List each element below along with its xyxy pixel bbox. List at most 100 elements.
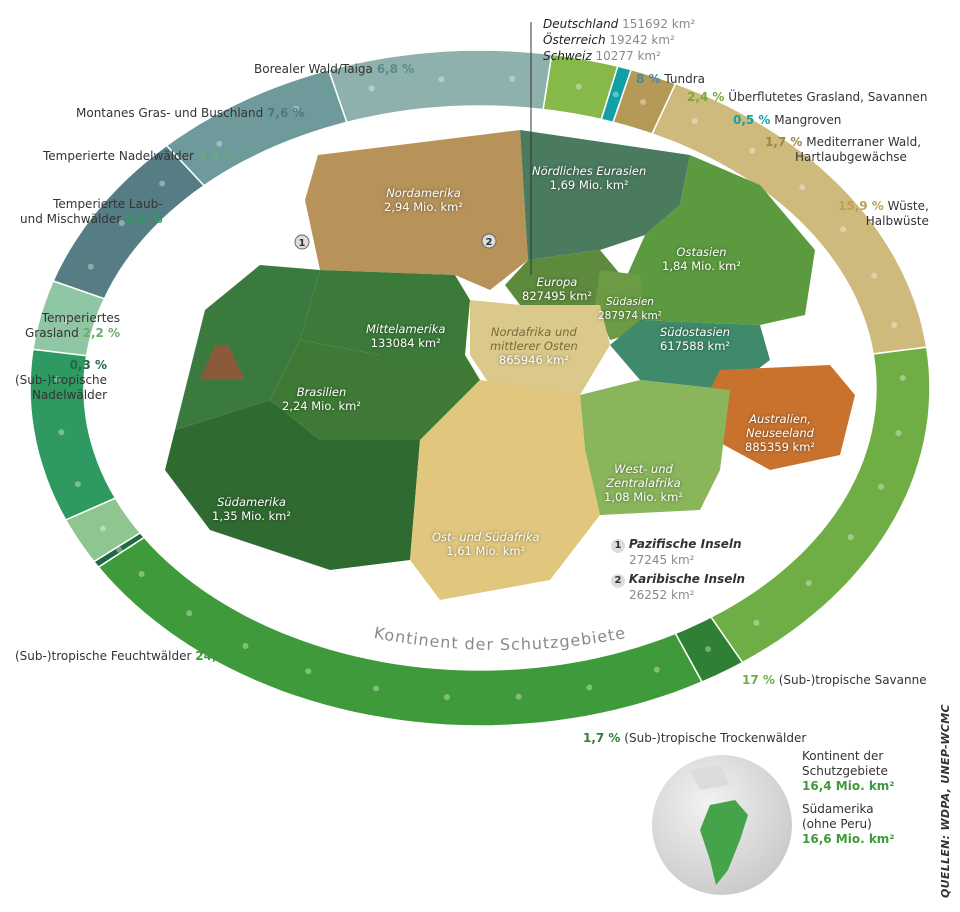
label-montane-text: Montanes Gras- und Buschland xyxy=(76,106,264,120)
label-temp-broadleaf: Temperierte Laub- und Mischwälder 8,2 % xyxy=(20,197,163,227)
label-tundra: 8 % Tundra xyxy=(636,72,705,87)
tree-icon xyxy=(58,429,65,436)
label-temp-broadleaf-line2: und Mischwälder xyxy=(20,212,122,226)
label-boreal: Borealer Wald/Taiga 6,8 % xyxy=(254,62,414,77)
region-label-ostafrika: Ost- und Südafrika 1,61 Mio. km² xyxy=(432,530,540,558)
region-label-australien: Australien, Neuseeland 885359 km² xyxy=(745,412,815,454)
label-temp-conifer: Temperierte Nadelwälder 3,3 % xyxy=(43,149,235,164)
island-item: 1 Pazifische Inseln 27245 km² xyxy=(611,537,745,568)
label-flooded-grass-text: Überflutetes Grasland, Savannen xyxy=(728,90,928,104)
region-area: 885359 km² xyxy=(745,440,816,454)
dach-item: Schweiz 10277 km² xyxy=(543,48,695,64)
mountain-icon xyxy=(87,263,94,270)
region-label-nordamerika: Nordamerika 2,94 Mio. km² xyxy=(384,186,463,214)
dach-area: 10277 km² xyxy=(595,49,661,63)
label-desert: 15,9 % Wüste, Halbwüste xyxy=(838,199,929,229)
region-name: Nordamerika xyxy=(386,186,461,200)
label-desert-pct: 15,9 % xyxy=(838,199,884,213)
island-marker-1 xyxy=(294,234,310,250)
label-temp-conifer-pct: 3,3 % xyxy=(197,149,236,163)
label-trop-conifer: 0,3 % (Sub-)tropische Nadelwälder xyxy=(15,358,107,403)
dach-name: Schweiz xyxy=(543,49,592,63)
conifer-icon xyxy=(64,317,70,324)
leaf-icon xyxy=(705,646,712,653)
region-name-line2: Neuseeland xyxy=(746,426,814,440)
label-mangrove: 0,5 % Mangroven xyxy=(733,113,841,128)
region-europa xyxy=(505,250,625,305)
legend-item1-line1: Kontinent der xyxy=(802,749,884,763)
region-name-line2: Zentralafrika xyxy=(606,476,681,490)
conifer-icon xyxy=(116,546,123,553)
tree-icon xyxy=(443,694,450,701)
label-temp-grass-pct: 2,2 % xyxy=(82,326,121,340)
region-label-mittelamerika: Mittelamerika 133084 km² xyxy=(366,322,445,350)
region-area: 1,69 Mio. km² xyxy=(549,178,629,192)
dach-name: Österreich xyxy=(543,33,606,47)
label-tropical-savanna-pct: 17 % xyxy=(742,673,775,687)
dots-icon xyxy=(799,184,806,191)
label-montane: Montanes Gras- und Buschland 7,6 % xyxy=(76,106,305,121)
region-name: Ost- und Südafrika xyxy=(432,530,540,544)
island-name: Karibische Inseln xyxy=(628,572,746,586)
region-name: Südasien xyxy=(606,296,654,308)
grass-icon xyxy=(847,534,854,541)
tree-icon xyxy=(373,685,380,692)
region-area: 827495 km² xyxy=(522,289,593,303)
conifer-icon xyxy=(216,140,223,147)
grass-icon xyxy=(878,483,884,490)
region-area: 287974 km² xyxy=(598,310,662,322)
tree-icon xyxy=(515,693,522,700)
tree-icon xyxy=(653,666,660,673)
region-name: Ostasien xyxy=(676,245,727,259)
region-mittelamerika xyxy=(300,270,470,355)
label-desert-line2: Halbwüste xyxy=(865,214,929,228)
island-name: Pazifische Inseln xyxy=(628,537,742,551)
region-label-westafrika: West- und Zentralafrika 1,08 Mio. km² xyxy=(604,462,683,504)
mountain-icon xyxy=(118,220,125,227)
island-marker-2 xyxy=(481,233,497,249)
label-tropical-wet-pct: 24,3 % xyxy=(195,649,242,663)
label-temp-grass: Temperiertes Grasland 2,2 % xyxy=(25,311,120,341)
region-name-line2: mittlerer Osten xyxy=(490,339,578,353)
dach-area: 19242 km² xyxy=(609,33,675,47)
island-marker-2-num: 2 xyxy=(486,237,493,248)
region-label-ostasien: Ostasien 1,84 Mio. km² xyxy=(662,245,741,273)
label-trop-conifer-line1: (Sub-)tropische xyxy=(15,373,108,387)
label-mangrove-pct: 0,5 % xyxy=(733,113,771,127)
continent-map: 1 2 xyxy=(165,22,855,600)
label-mediterranean-pct: 1,7 % xyxy=(765,135,803,149)
legend-item2-line1: Südamerika xyxy=(802,802,874,816)
mangrove-icon xyxy=(612,91,619,98)
label-trop-conifer-line2: Nadelwälder xyxy=(31,388,108,402)
label-tundra-text: Tundra xyxy=(664,72,706,86)
label-tropical-savanna-text: (Sub-)tropische Savanne xyxy=(778,673,927,687)
grass-icon xyxy=(509,75,516,82)
grass-icon xyxy=(895,430,902,437)
tree-icon xyxy=(138,571,145,577)
dots-icon xyxy=(749,147,756,154)
dach-list: Deutschland 151692 km² Österreich 19242 … xyxy=(543,16,695,64)
region-name: Brasilien xyxy=(296,385,347,399)
region-ostafrika xyxy=(410,380,600,600)
legend-item1-value: 16,4 Mio. km² xyxy=(802,779,895,793)
dots-icon xyxy=(691,118,698,124)
dots-icon xyxy=(891,322,898,328)
label-mediterranean: 1,7 % Mediterraner Wald, Hartlaubgewächs… xyxy=(765,135,921,165)
region-suedasien xyxy=(595,270,645,340)
continent-title: Kontinent der Schutzgebiete xyxy=(373,623,628,654)
region-area: 1,08 Mio. km² xyxy=(604,490,683,504)
label-tropical-dry: 1,7 % (Sub-)tropische Trockenwälder xyxy=(583,731,806,746)
region-area: 1,61 Mio. km² xyxy=(446,544,526,558)
tree-icon xyxy=(74,481,81,488)
dach-item: Österreich 19242 km² xyxy=(543,32,695,48)
region-ostasien xyxy=(625,155,815,325)
label-flooded-grass: 2,4 % Überflutetes Grasland, Savannen xyxy=(687,90,927,105)
region-area: 133084 km² xyxy=(370,336,441,350)
label-temp-grass-line1: Temperiertes xyxy=(41,311,121,325)
region-eurasien xyxy=(520,130,690,260)
label-mediterranean-line1: Mediterraner Wald, xyxy=(806,135,922,149)
island-area: 26252 km² xyxy=(629,588,695,602)
tree-icon xyxy=(586,684,593,691)
grass-icon xyxy=(368,85,375,92)
